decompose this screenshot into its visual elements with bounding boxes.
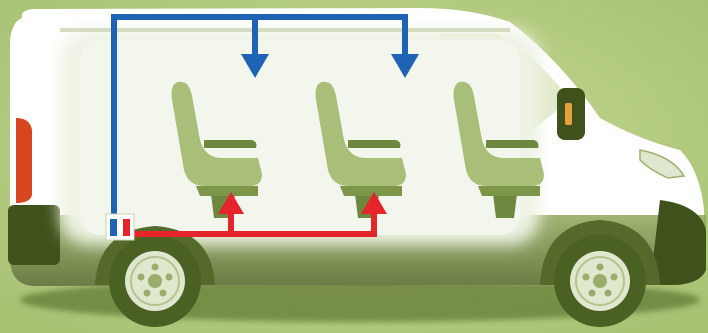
cabin-interior-core <box>80 40 520 235</box>
side-mirror-light <box>565 103 572 125</box>
tail-light <box>16 118 32 203</box>
rear-bumper <box>8 205 60 265</box>
rear-wheel <box>109 235 201 327</box>
front-wheel <box>554 235 646 327</box>
flag-icon <box>106 214 134 240</box>
